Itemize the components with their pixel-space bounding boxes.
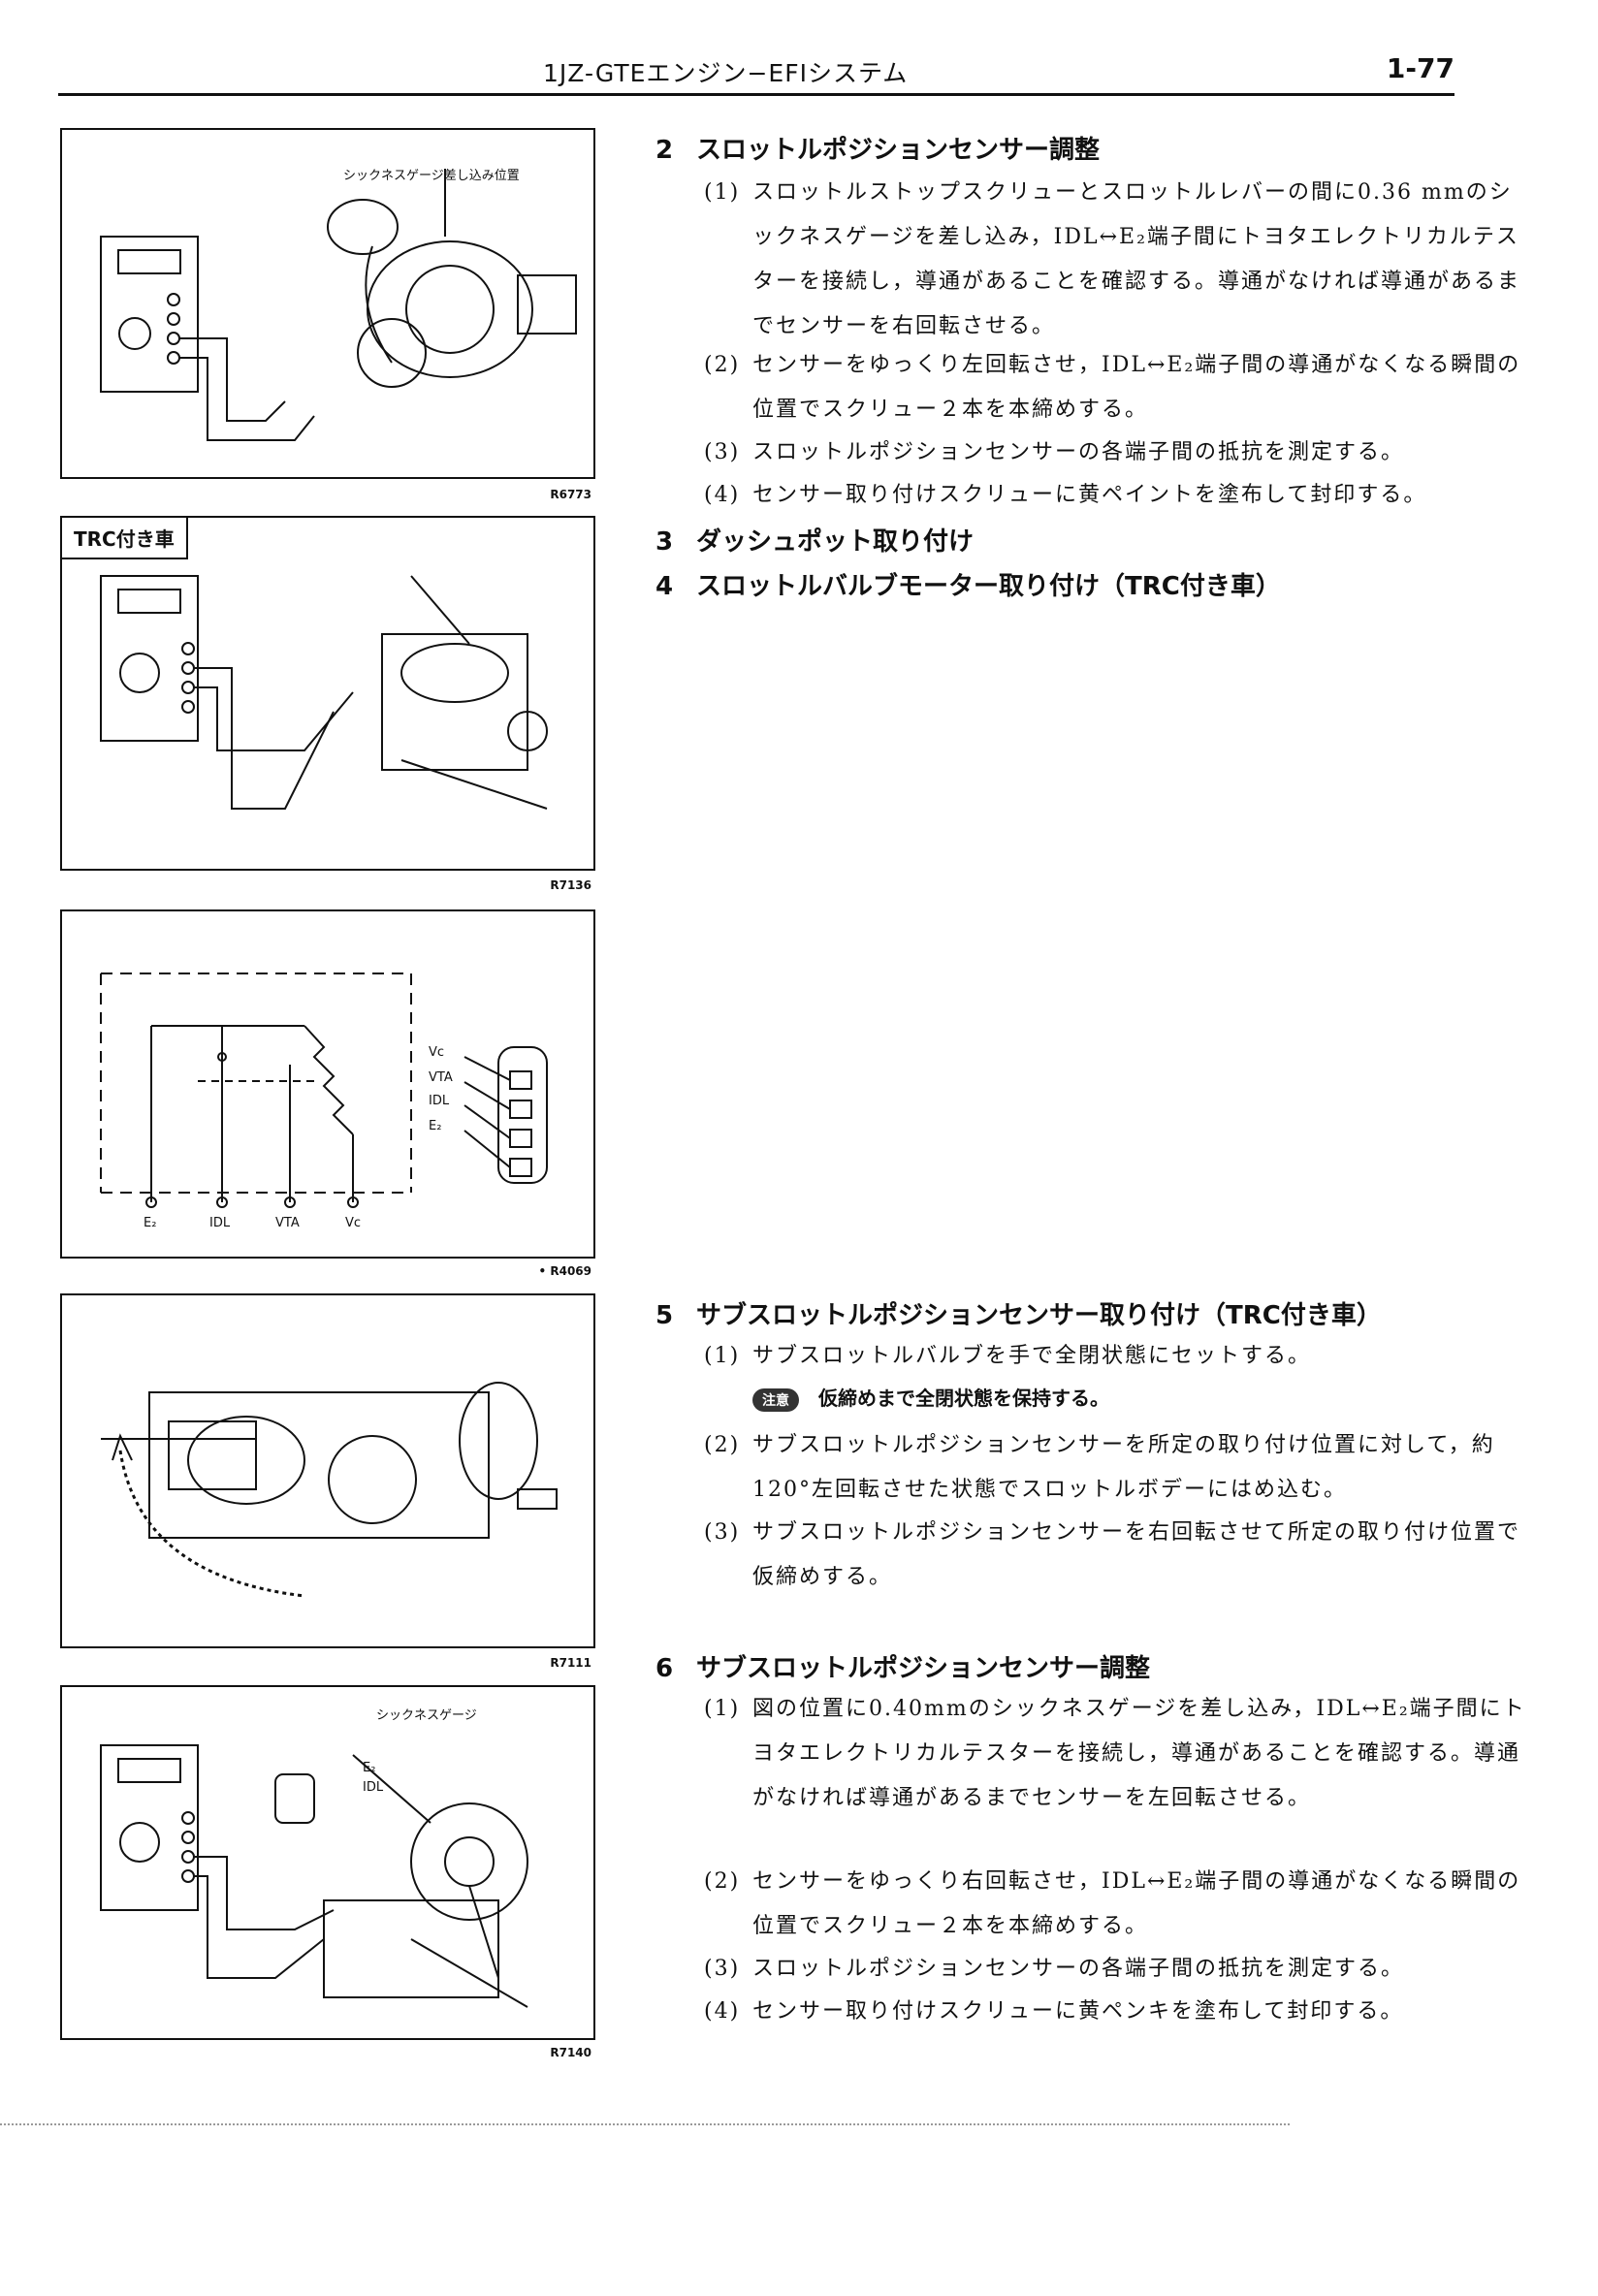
step-text: スロットルポジションセンサーの各端子間の抵抗を測定する。 (752, 1957, 1405, 1981)
section-number: 3 (655, 527, 674, 557)
step-number: (1) (704, 180, 741, 205)
step-number: (2) (704, 353, 741, 377)
page-header: 1JZ-GTEエンジン−EFIシステム 1-77 (58, 50, 1454, 99)
s6-step-1: (1) 図の位置に0.40mmのシックネスゲージを差し込み，IDL↔E₂端子間に… (704, 1687, 1524, 1866)
step-text: 図の位置に0.40mmのシックネスゲージを差し込み，IDL↔E₂端子間にトヨタエ… (752, 1697, 1526, 1810)
s2-step-1: (1) スロットルストップスクリューとスロットルレバーの間に0.36 mmのシッ… (704, 171, 1518, 349)
step-number: (2) (704, 1433, 741, 1457)
step-number: (3) (704, 1957, 741, 1981)
pin-label-e2: E₂ (429, 1119, 442, 1133)
s5-caution: 注意仮締めまで全閉状態を保持する。 (752, 1383, 1109, 1412)
section-3-heading: 3 ダッシュポット取り付け (655, 522, 974, 558)
step-text: スロットルストップスクリューとスロットルレバーの間に0.36 mmのシックネスゲ… (752, 180, 1521, 338)
pin-label-e2: E₂ (363, 1761, 376, 1775)
terminal-label-vta: VTA (275, 1216, 300, 1230)
step-number: (4) (704, 483, 741, 507)
sub-tps-adjust-illustration (100, 1744, 528, 2008)
s5-step-1: (1) サブスロットルバルブを手で全閉状態にセットする。 (704, 1334, 1480, 1379)
bottom-divider (0, 2123, 1290, 2125)
section-5-heading: 5 サブスロットルポジションセンサー取り付け（TRC付き車） (655, 1295, 1382, 1331)
section-title: サブスロットルポジションセンサー調整 (696, 1654, 1151, 1683)
figure-code: R6773 (550, 488, 591, 501)
section-title: サブスロットルポジションセンサー取り付け（TRC付き車） (696, 1301, 1382, 1330)
step-number: (3) (704, 440, 741, 464)
page-number: 1-77 (1386, 52, 1454, 84)
step-number: (3) (704, 1520, 741, 1545)
figure-circuit: Vc VTA IDL E₂ E₂ IDL VTA Vc (60, 909, 595, 1259)
step-text: サブスロットルポジションセンサーを右回転させて所定の取り付け位置で仮締めする。 (752, 1520, 1521, 1589)
step-number: (4) (704, 1999, 741, 2024)
figure-trc-throttle: TRC付き車 (60, 516, 595, 871)
step-text: センサーをゆっくり右回転させ，IDL↔E₂端子間の導通がなくなる瞬間の位置でスク… (752, 1869, 1521, 1938)
throttle-body-illustration (100, 169, 577, 441)
thickness-gauge-label: シックネスゲージ (376, 1708, 477, 1723)
step-text: センサー取り付けスクリューに黄ペンキを塗布して封印する。 (752, 1999, 1404, 2024)
step-text: サブスロットルポジションセンサーを所定の取り付け位置に対して，約120°左回転さ… (752, 1433, 1495, 1502)
terminal-label-e2: E₂ (144, 1216, 157, 1230)
section-6-heading: 6 サブスロットルポジションセンサー調整 (655, 1648, 1150, 1684)
sub-throttle-illustration (101, 1382, 558, 1598)
pin-label-vta: VTA (429, 1070, 453, 1085)
step-text: スロットルポジションセンサーの各端子間の抵抗を測定する。 (752, 440, 1405, 464)
section-number: 6 (655, 1654, 674, 1683)
s2-step-4: (4) センサー取り付けスクリューに黄ペイントを塗布して封印する。 (704, 473, 1480, 518)
s6-step-4: (4) センサー取り付けスクリューに黄ペンキを塗布して封印する。 (704, 1990, 1480, 2034)
terminal-label-idl: IDL (209, 1216, 231, 1230)
figure-code: R7140 (550, 2046, 591, 2059)
figure-code: • R4069 (538, 1264, 592, 1278)
section-title: スロットルバルブモーター取り付け（TRC付き車） (696, 572, 1281, 601)
caution-text: 仮締めまで全閉状態を保持する。 (818, 1387, 1109, 1410)
section-2-heading: 2 スロットルポジションセンサー調整 (655, 130, 1100, 166)
s2-step-3: (3) スロットルポジションセンサーの各端子間の抵抗を測定する。 (704, 430, 1480, 475)
pin-label-idl: IDL (363, 1780, 384, 1795)
step-text: センサー取り付けスクリューに黄ペイントを塗布して封印する。 (752, 483, 1427, 507)
figure-code: R7111 (550, 1656, 591, 1670)
pin-label-vc: Vc (429, 1045, 445, 1060)
section-title: ダッシュポット取り付け (696, 527, 975, 557)
figure-sub-throttle (60, 1293, 595, 1648)
section-number: 2 (655, 136, 674, 165)
figure-throttle-gauge: シックネスゲージ差し込み位置 (60, 128, 595, 479)
header-rule (58, 93, 1454, 96)
gauge-position-label: シックネスゲージ差し込み位置 (343, 169, 520, 183)
s2-step-2: (2) センサーをゆっくり左回転させ，IDL↔E₂端子間の導通がなくなる瞬間の位… (704, 343, 1518, 432)
s6-step-3: (3) スロットルポジションセンサーの各端子間の抵抗を測定する。 (704, 1947, 1480, 1992)
section-number: 5 (655, 1301, 674, 1330)
terminal-label-vc: Vc (345, 1216, 362, 1230)
s5-step-3: (3) サブスロットルポジションセンサーを右回転させて所定の取り付け位置で仮締め… (704, 1511, 1518, 1600)
s6-step-2: (2) センサーをゆっくり右回転させ，IDL↔E₂端子間の導通がなくなる瞬間の位… (704, 1860, 1518, 1949)
section-4-heading: 4 スロットルバルブモーター取り付け（TRC付き車） (655, 566, 1281, 602)
step-number: (1) (704, 1344, 741, 1368)
step-number: (1) (704, 1697, 741, 1721)
step-text: センサーをゆっくり左回転させ，IDL↔E₂端子間の導通がなくなる瞬間の位置でスク… (752, 353, 1521, 422)
pin-label-idl: IDL (429, 1094, 450, 1108)
caution-badge: 注意 (752, 1387, 799, 1412)
trc-tag: TRC付き車 (62, 518, 188, 559)
page-title: 1JZ-GTEエンジン−EFIシステム (543, 59, 909, 87)
step-text: サブスロットルバルブを手で全閉状態にセットする。 (752, 1344, 1312, 1368)
section-number: 4 (655, 572, 674, 601)
tps-circuit-diagram (100, 973, 548, 1208)
step-number: (2) (704, 1869, 741, 1894)
figure-sub-tps-adjust: シックネスゲージ E₂ IDL (60, 1685, 595, 2040)
trc-throttle-illustration (100, 575, 548, 810)
s5-step-2: (2) サブスロットルポジションセンサーを所定の取り付け位置に対して，約120°… (704, 1423, 1493, 1513)
figure-code: R7136 (550, 878, 591, 892)
section-title: スロットルポジションセンサー調整 (696, 136, 1101, 165)
